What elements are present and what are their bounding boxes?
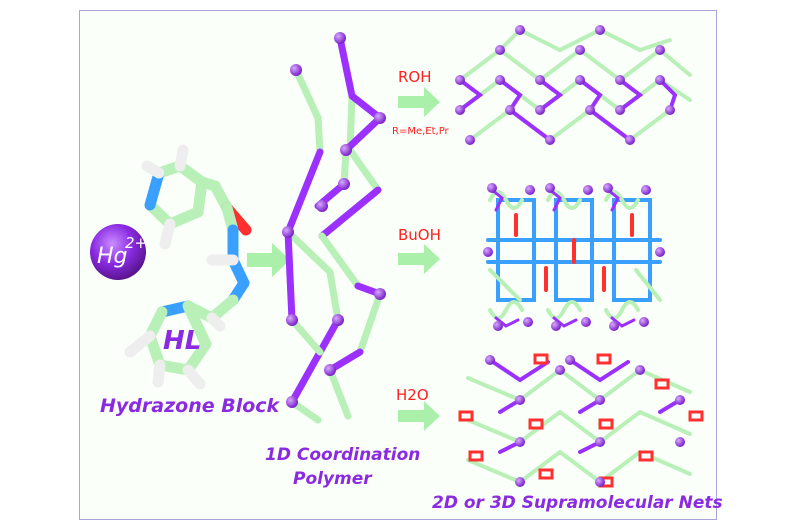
solvent-roh-note: R=Me,Et,Pr	[392, 126, 450, 137]
net-roh-grid	[455, 25, 692, 145]
solvent-roh: ROH	[398, 68, 432, 86]
nets-caption: 2D or 3D Supramolecular Nets	[432, 493, 723, 513]
ligand-abbrev: HL	[163, 326, 201, 356]
hydrazone-ligand-molecule	[124, 144, 252, 390]
mercury-ion: Hg 2+	[90, 224, 147, 280]
net-buoh-framework	[483, 183, 665, 331]
route-buoh: BuOH	[398, 226, 441, 274]
polymer-label-line2: Polymer	[293, 469, 373, 489]
net-h2o-layers	[458, 353, 704, 488]
polymer-metal-nodes	[282, 32, 386, 408]
arrow-route-buoh	[398, 244, 440, 274]
solvent-h2o: H2O	[396, 386, 429, 404]
solvent-buoh: BuOH	[398, 226, 441, 244]
coordination-polymer-chains	[284, 34, 384, 424]
arrow-to-polymer	[247, 243, 290, 277]
route-roh: ROH R=Me,Et,Pr	[392, 68, 450, 137]
arrow-route-roh	[398, 87, 440, 117]
ligand-name: Hydrazone Block	[100, 395, 281, 417]
arrow-route-h2o	[398, 401, 440, 431]
route-h2o: H2O	[396, 386, 440, 431]
polymer-label-line1: 1D Coordination	[265, 445, 420, 465]
mercury-charge: 2+	[125, 234, 147, 252]
mercury-symbol: Hg	[97, 244, 128, 269]
